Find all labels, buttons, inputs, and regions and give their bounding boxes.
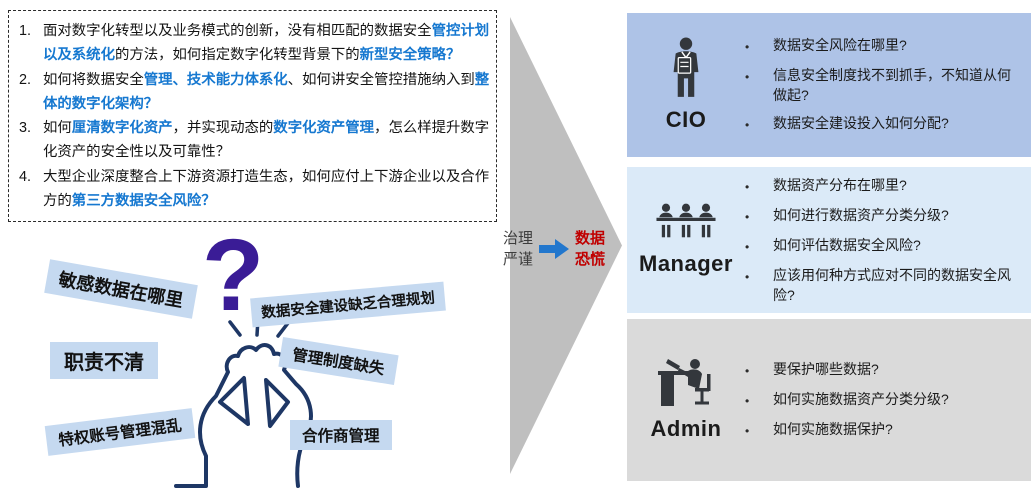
panic-line: 恐慌 — [575, 251, 606, 268]
bullet-text: 如何实施数据保护? — [773, 421, 893, 437]
question-segment-highlight: 第三方数据安全风险？ — [71, 193, 216, 210]
bullet-icon: • — [745, 40, 750, 54]
question-number: 3. — [19, 120, 32, 137]
question-item: 1. 面对数字化转型以及业务模式的创新，没有相匹配的数据安全管控计划以及系统化的… — [19, 19, 492, 68]
question-number: 2. — [19, 71, 32, 88]
cio-bullet-list: • 数据安全风险在哪里? • 信息安全制度找不到抓手，不知道从何做起? • 数据安全建… — [745, 27, 1031, 143]
question-text: 面对数字化转型以及业务模式的创新，没有相匹配的数据安全管控计划以及系统化的方法，… — [43, 19, 492, 68]
bullet-text: 要保护哪些数据? — [773, 361, 879, 377]
bullet-item: • 数据安全风险在哪里? — [745, 35, 1023, 57]
question-item: 3. 如何厘清数字化资产，并实现动态的数字化资产管理，怎么样提升数字化资产的安全… — [19, 116, 492, 165]
cio-panel: CIO • 数据安全风险在哪里? • 信息安全制度找不到抓手，不知道从何做起? • 数… — [627, 13, 1031, 157]
question-segment: 的方法，如何指定数字化转型背景下的 — [114, 47, 360, 64]
pain-point-label: 敏感数据在哪里 — [44, 259, 198, 319]
left-arm-gap — [218, 376, 250, 426]
bullet-item: • 如何实施数据保护? — [745, 419, 1023, 441]
question-segment-highlight: 管理、技术能力体系化 — [143, 71, 288, 88]
role-label: CIO — [665, 107, 707, 132]
question-segment: 如何将数据安全 — [43, 71, 144, 88]
question-number: 4. — [19, 168, 32, 185]
bullet-item: • 数据安全建设投入如何分配? — [745, 113, 1023, 135]
bullet-icon: • — [745, 240, 750, 254]
question-segment: 如何 — [43, 120, 72, 137]
governance-text: 治理 严谨 — [503, 228, 533, 270]
question-text: 如何将数据安全管理、技术能力体系化、如何讲安全管控措施纳入到整体的数字化架构？ — [43, 68, 492, 117]
bullet-icon: • — [745, 364, 750, 378]
bullet-text: 如何实施数据资产分类分级? — [773, 391, 949, 407]
bullet-item: • 如何实施数据资产分类分级? — [745, 389, 1023, 411]
bullet-item: • 应该用何种方式应对不同的数据安全风险? — [745, 265, 1023, 305]
bullet-item: • 如何进行数据资产分类分级? — [745, 205, 1023, 227]
bullet-icon: • — [745, 118, 750, 132]
bullet-item: • 如何评估数据安全风险? — [745, 235, 1023, 257]
question-segment: 面对数字化转型以及业务模式的创新，没有相匹配的数据安全 — [43, 23, 432, 39]
bullet-text: 如何评估数据安全风险? — [773, 237, 921, 253]
bullet-text: 应该用何种方式应对不同的数据安全风险? — [773, 267, 1011, 303]
right-arm-gap — [264, 378, 290, 428]
question-segment: 、如何讲安全管控措施纳入到 — [287, 71, 475, 88]
bullet-icon: • — [745, 394, 750, 408]
question-item: 2. 如何将数据安全管理、技术能力体系化、如何讲安全管控措施纳入到整体的数字化架… — [19, 68, 492, 117]
radiating-line-icon — [228, 320, 242, 337]
bullet-icon: • — [745, 210, 750, 224]
bullet-text: 如何进行数据资产分类分级? — [773, 207, 949, 223]
bullet-text: 数据资产分布在哪里? — [773, 177, 907, 193]
question-box: 1. 面对数字化转型以及业务模式的创新，没有相匹配的数据安全管控计划以及系统化的… — [8, 10, 497, 222]
governance-line: 严谨 — [503, 251, 534, 268]
radiating-line-icon — [276, 321, 290, 338]
role-label: Admin — [650, 416, 722, 441]
manager-bullet-list: •数据资产分布在哪里? •如何进行数据资产分类分级? •如何评估数据安全风险? … — [745, 167, 1031, 313]
question-segment-highlight: 整体的数字化架构？ — [43, 71, 490, 112]
manager-panel: Manager • 数据资产分布在哪里? • 如何进行数据资产分类分级? • 如何评估… — [627, 167, 1031, 313]
question-number: 1. — [19, 23, 32, 39]
bullet-text: 数据安全建设投入如何分配? — [773, 115, 949, 131]
bullet-icon: • — [745, 270, 750, 284]
data-panic-text: 数据 恐慌 — [575, 228, 605, 270]
admin-panel-left: Admin — [627, 358, 745, 442]
admin-bullet-list: • 要保护哪些数据? • 如何实施数据资产分类分级? • 如何实施数据保护? — [745, 351, 1031, 449]
question-segment-highlight: 新型安全策略？ — [359, 47, 461, 64]
governance-line: 治理 — [503, 230, 534, 247]
admin-panel: Admin • 要保护哪些数据? • 如何实施数据资产分类分级? • 如何实施数据保护… — [627, 319, 1031, 481]
transition-caption: 治理 严谨 数据 恐慌 — [503, 228, 605, 270]
admin-workstation-icon — [658, 359, 711, 406]
question-segment: ，怎么样提升数字化资产的安全性以及可靠性？ — [43, 120, 490, 161]
pain-point-label: 合作商管理 — [290, 420, 392, 450]
question-item: 4. 大型企业深度整合上下游资源打造生态，如何应付上下游企业以及合作方的第三方数… — [19, 165, 492, 214]
cio-panel-left: CIO — [627, 37, 745, 133]
bullet-item: • 要保护哪些数据? — [745, 359, 1023, 381]
pain-point-label: 职责不清 — [50, 342, 158, 379]
right-arrow-icon — [539, 239, 570, 259]
bullet-icon: • — [745, 180, 750, 194]
bullet-icon: • — [745, 70, 750, 84]
question-text: 如何厘清数字化资产，并实现动态的数字化资产管理，怎么样提升数字化资产的安全性以及… — [43, 116, 492, 165]
cio-person-clipboard-icon — [673, 37, 699, 97]
bullet-text: 数据安全风险在哪里? — [773, 37, 907, 53]
manager-panel-left: Manager — [627, 203, 745, 277]
pain-point-label: 数据安全建设缺乏合理规划 — [250, 281, 446, 328]
question-text: 大型企业深度整合上下游资源打造生态，如何应付上下游企业以及合作方的第三方数据安全… — [43, 165, 492, 214]
question-segment: ，并实现动态的 — [172, 120, 274, 137]
bullet-icon: • — [745, 424, 750, 438]
bullet-item: • 信息安全制度找不到抓手，不知道从何做起? — [745, 65, 1023, 105]
question-segment-highlight: 管控计划以及系统化 — [43, 23, 490, 64]
bullet-text: 信息安全制度找不到抓手，不知道从何做起? — [773, 67, 1011, 103]
question-segment: 大型企业深度整合上下游资源打造生态，如何应付上下游企业以及合作方的 — [43, 168, 490, 210]
manager-team-icon — [656, 203, 716, 238]
panic-line: 数据 — [575, 230, 606, 247]
role-label: Manager — [639, 251, 733, 276]
bullet-item: • 数据资产分布在哪里? — [745, 175, 1023, 197]
question-segment-highlight: 厘清数字化资产 — [71, 120, 173, 137]
question-segment-highlight: 数字化资产管理 — [273, 120, 375, 137]
